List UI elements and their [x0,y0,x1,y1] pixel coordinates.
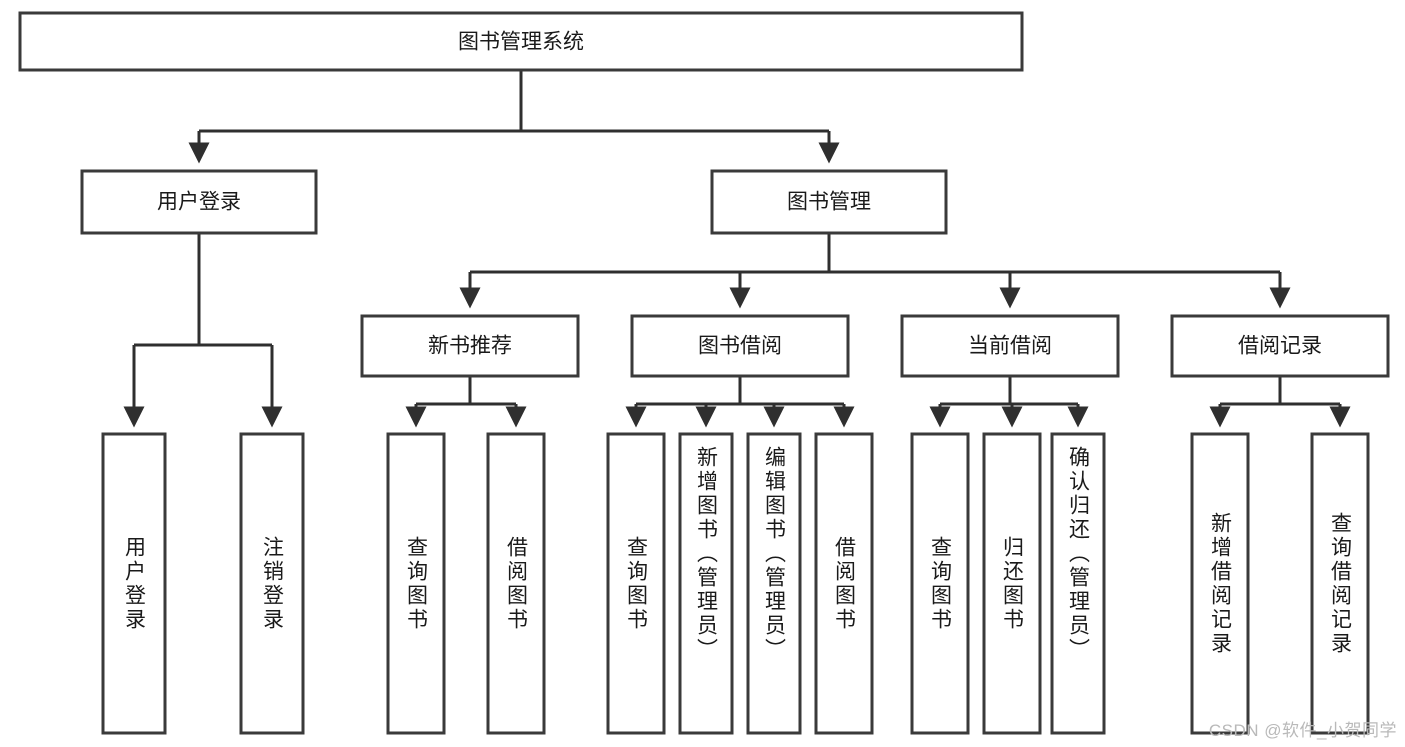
connectors-group [123,70,1351,428]
node-leaf-add-book-box[interactable] [678,432,734,735]
node-leaf-logout-box[interactable] [239,432,305,735]
node-borrow-records-label: 借阅记录 [1238,335,1322,358]
csdn-watermark: CSDN @软件_小贺同学 [1208,721,1397,740]
node-leaf-query-record-box[interactable] [1310,432,1370,735]
node-user-login[interactable]: 用户登录 [80,169,318,235]
node-new-book-recommend[interactable]: 新书推荐 [360,314,580,378]
node-book-borrow-box[interactable] [630,314,850,378]
node-leaf-confirm-return-box[interactable] [1050,432,1106,735]
node-new-book-recommend-label: 新书推荐 [428,335,512,358]
node-current-borrow-box[interactable] [900,314,1120,378]
node-leaf-add-record-box[interactable] [1190,432,1250,735]
node-user-login-label: 用户登录 [157,191,241,214]
node-leaf-return-book-box[interactable] [982,432,1042,735]
node-book-borrow[interactable]: 图书借阅 [630,314,850,378]
node-leaf-borrow-book-box[interactable] [814,432,874,735]
node-leaf-edit-book-box[interactable] [746,432,802,735]
node-current-borrow[interactable]: 当前借阅 [900,314,1120,378]
node-book-management-label: 图书管理 [787,191,871,214]
node-current-borrow-label: 当前借阅 [968,335,1052,358]
node-root-label: 图书管理系统 [458,31,584,54]
node-root[interactable]: 图书管理系统 [18,11,1024,72]
node-leaf-borrow-book-rec-box[interactable] [486,432,546,735]
node-leaf-user-login-box[interactable] [101,432,167,735]
node-leaf-query-book-current-box[interactable] [910,432,970,735]
node-root-box[interactable] [18,11,1024,72]
node-borrow-records[interactable]: 借阅记录 [1170,314,1390,378]
leaf-nodes-group [101,432,1370,735]
node-leaf-query-book-borrow-box[interactable] [606,432,666,735]
node-book-management-box[interactable] [710,169,948,235]
node-book-borrow-label: 图书借阅 [698,335,782,358]
node-new-book-recommend-box[interactable] [360,314,580,378]
node-borrow-records-box[interactable] [1170,314,1390,378]
node-book-management[interactable]: 图书管理 [710,169,948,235]
node-user-login-box[interactable] [80,169,318,235]
node-leaf-query-book-rec-box[interactable] [386,432,446,735]
